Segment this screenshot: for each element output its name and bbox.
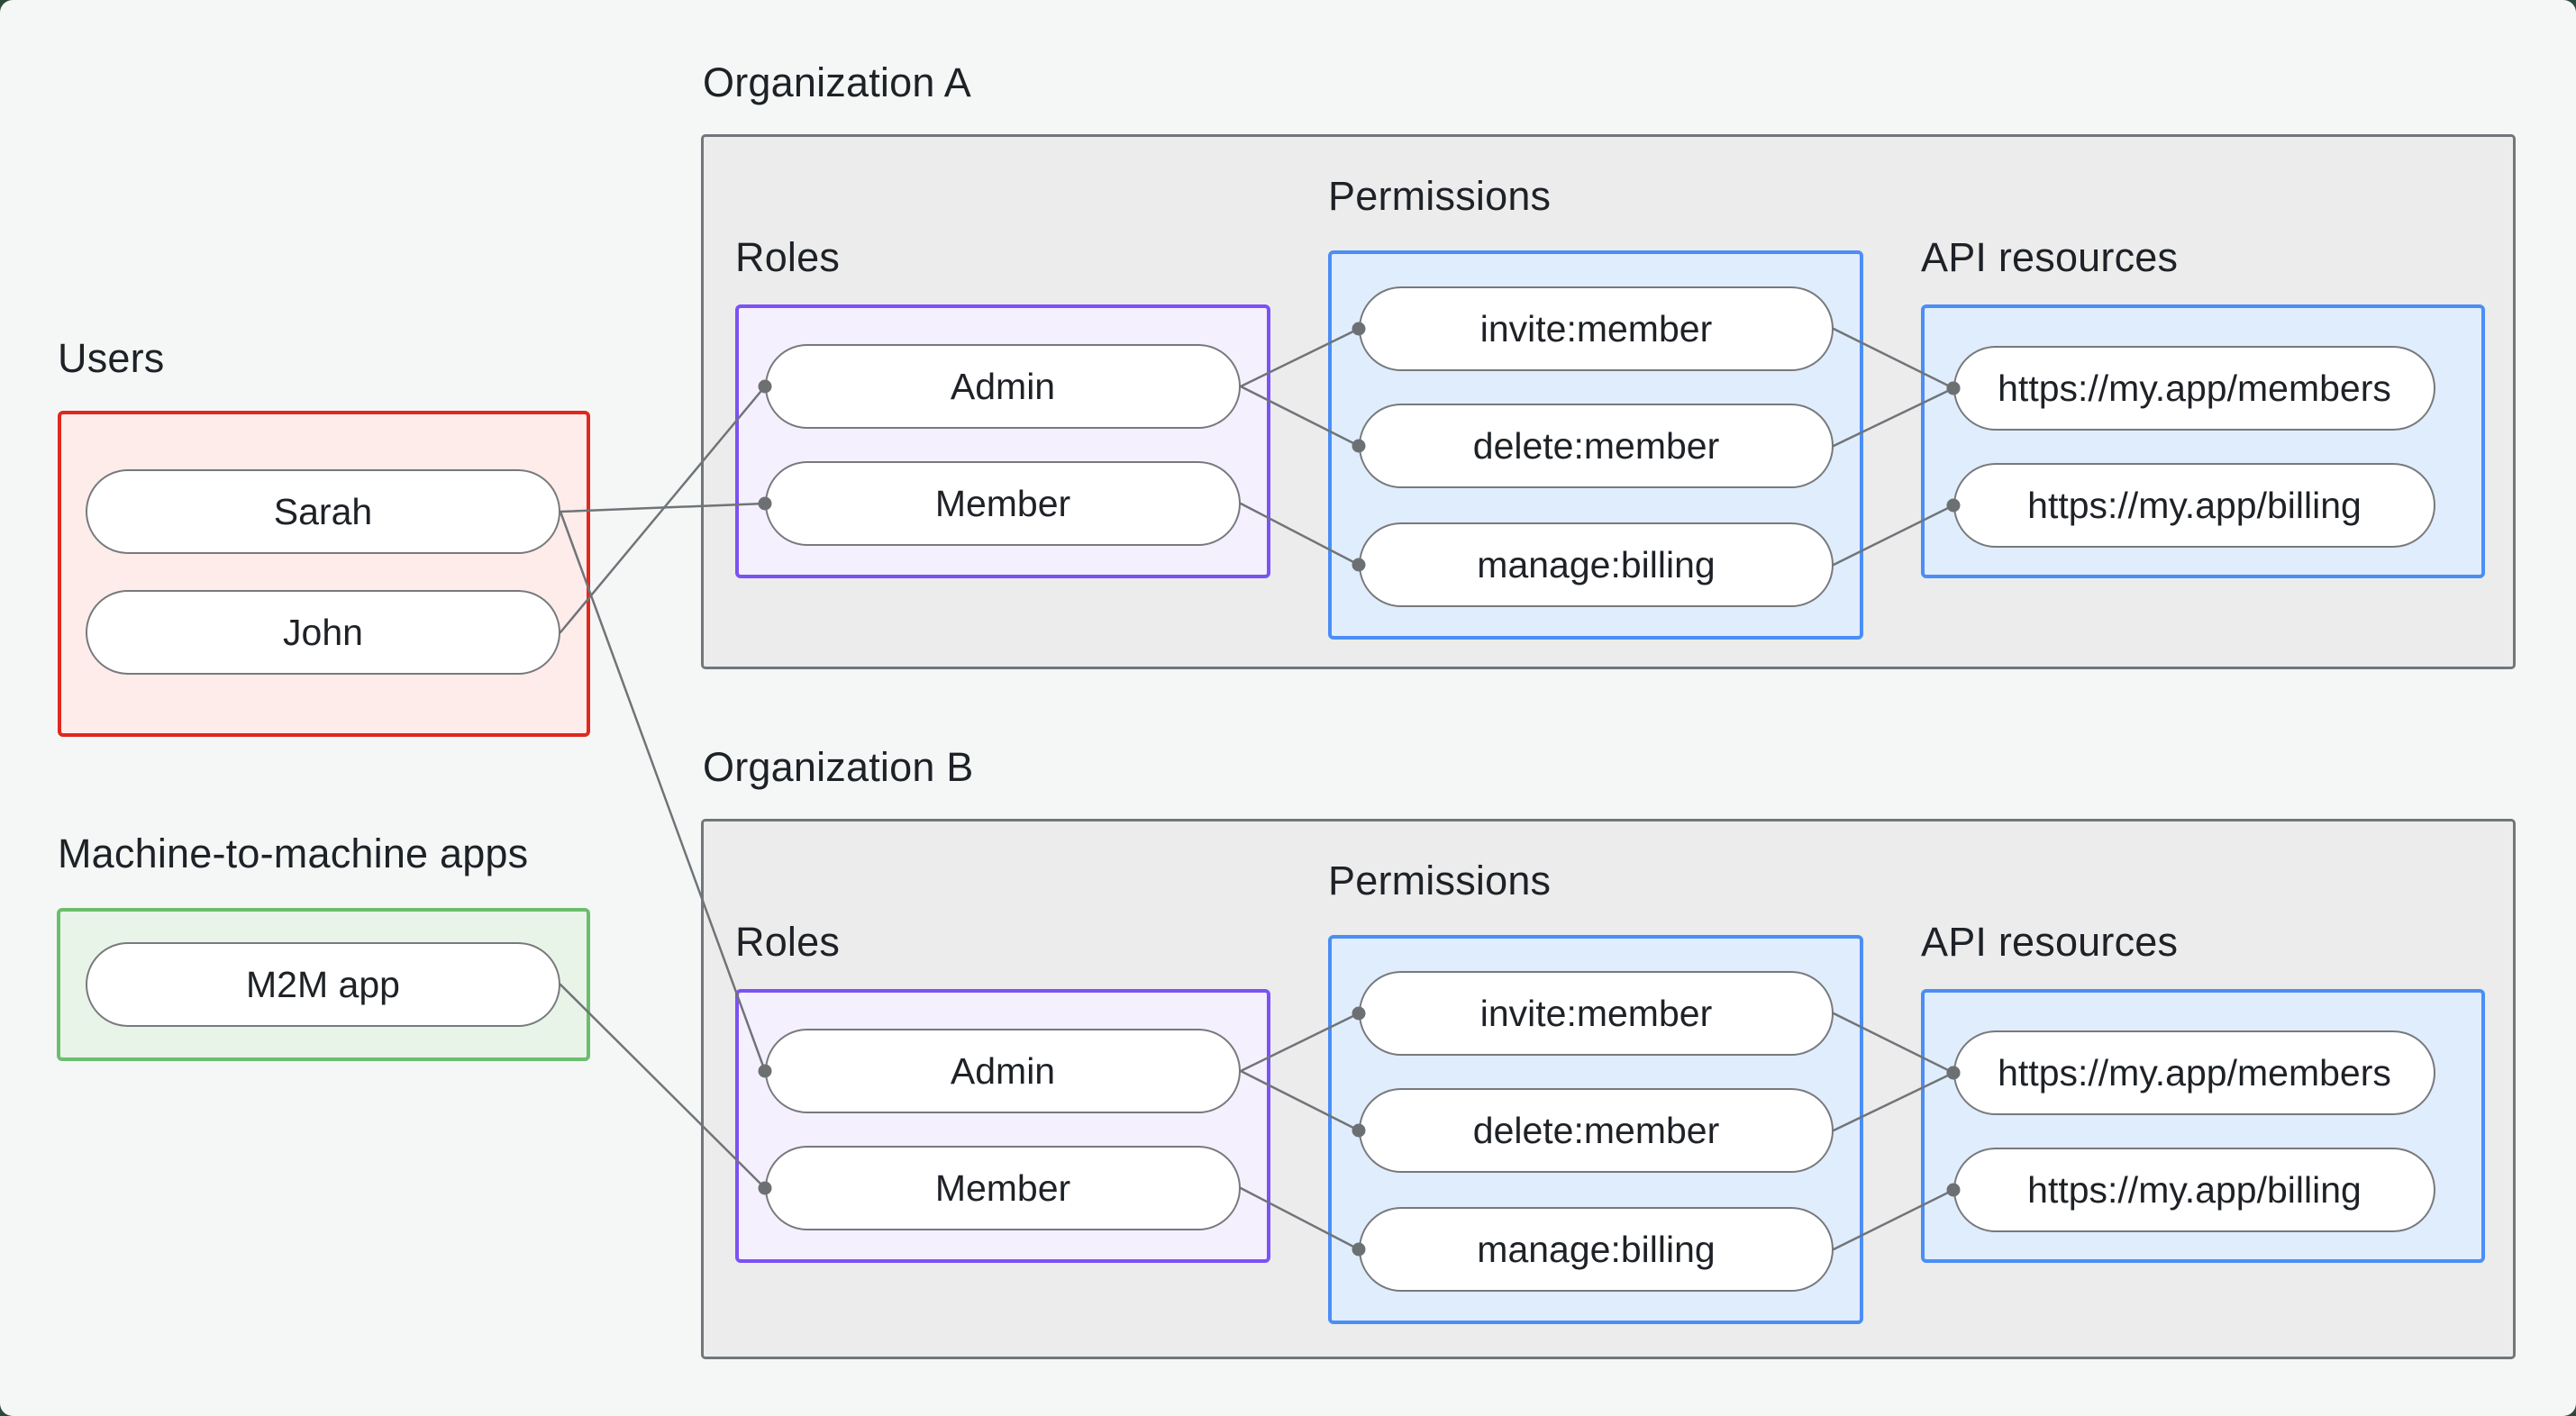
node-org-a-billing-resource: https://my.app/billing [1953,463,2435,548]
org-a-label: Organization A [703,59,971,105]
node-org-a-delete-member: delete:member [1359,404,1834,488]
node-org-a-invite-member: invite:member [1359,286,1834,371]
node-user-sarah: Sarah [86,469,560,554]
node-org-b-billing-resource: https://my.app/billing [1953,1148,2435,1232]
users-group-box [58,411,590,737]
node-org-a-manage-billing: manage:billing [1359,522,1834,607]
node-org-b-invite-member: invite:member [1359,971,1834,1056]
users-group-label: Users [58,335,165,381]
org-a-api-resources-label: API resources [1921,234,2179,280]
org-b-api-resources-label: API resources [1921,919,2179,965]
node-org-a-admin: Admin [765,344,1241,429]
org-a-permissions-label: Permissions [1328,173,1552,219]
node-user-john: John [86,590,560,675]
node-m2m-app: M2M app [86,942,560,1027]
node-org-b-admin: Admin [765,1029,1241,1113]
org-b-permissions-label: Permissions [1328,858,1552,903]
m2m-group-label: Machine-to-machine apps [58,831,529,876]
node-org-b-member: Member [765,1146,1241,1230]
node-org-b-members-resource: https://my.app/members [1953,1030,2435,1115]
org-a-roles-label: Roles [735,234,841,280]
node-org-a-members-resource: https://my.app/members [1953,346,2435,431]
node-org-b-delete-member: delete:member [1359,1088,1834,1173]
node-org-b-manage-billing: manage:billing [1359,1207,1834,1292]
org-b-roles-label: Roles [735,919,841,965]
node-org-a-member: Member [765,461,1241,546]
org-b-label: Organization B [703,744,974,790]
